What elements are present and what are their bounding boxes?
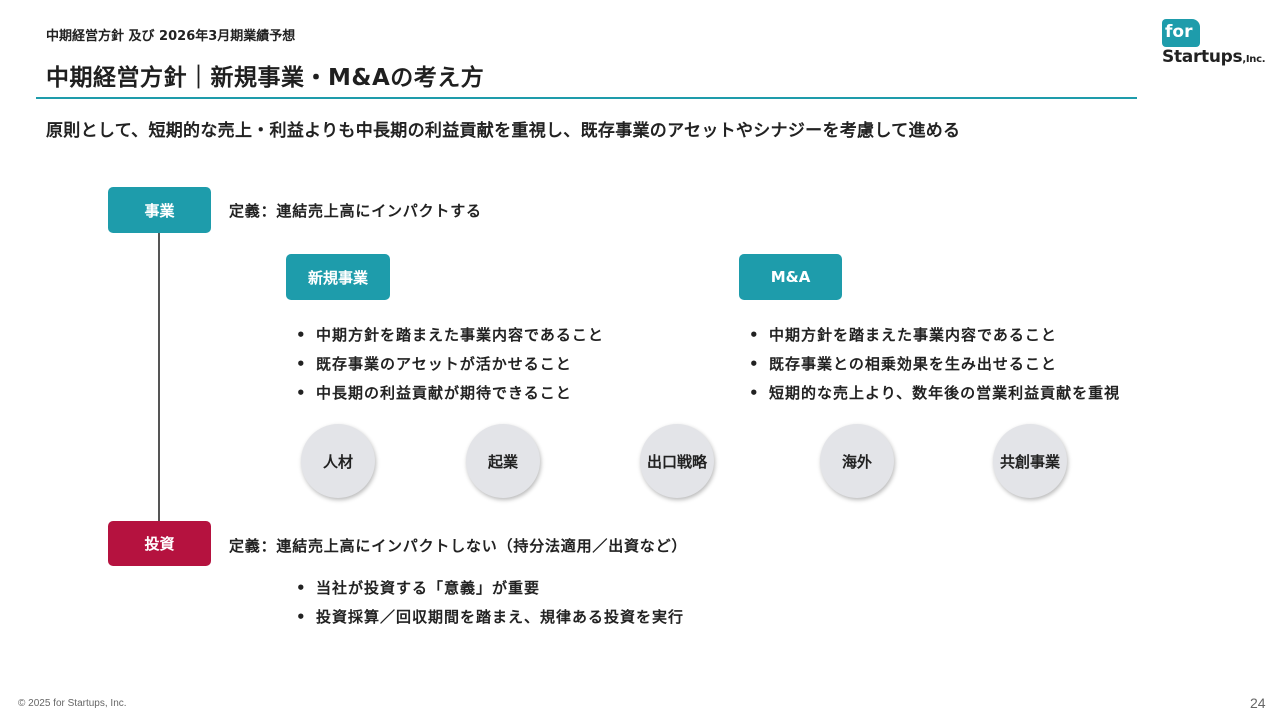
- circle-co-creation: 共創事業: [993, 424, 1067, 498]
- investment-definition: 定義：連結売上高にインパクトしない（持分法適用／出資など）: [229, 537, 688, 555]
- investment-bullets: •当社が投資する「意義」が重要 •投資採算／回収期間を踏まえ、規律ある投資を実行: [296, 577, 684, 635]
- list-item: •当社が投資する「意義」が重要: [296, 579, 541, 597]
- page-number: 24: [1250, 695, 1266, 711]
- business-definition: 定義：連結売上高にインパクトする: [229, 202, 482, 220]
- circle-talent: 人材: [301, 424, 375, 498]
- logo-startups-text: Startups,Inc.: [1162, 47, 1266, 67]
- list-item: •中期方針を踏まえた事業内容であること: [296, 326, 604, 344]
- new-business-bullets: •中期方針を踏まえた事業内容であること •既存事業のアセットが活かせること •中…: [296, 324, 604, 411]
- breadcrumb: 中期経営方針 及び 2026年3月期業績予想: [46, 29, 296, 44]
- principle-statement: 原則として、短期的な売上・利益よりも中長期の利益貢献を重視し、既存事業のアセット…: [46, 121, 961, 141]
- title-divider: [36, 97, 1137, 99]
- list-item: •短期的な売上より、数年後の営業利益貢献を重視: [749, 384, 1121, 402]
- list-item: •投資採算／回収期間を踏まえ、規律ある投資を実行: [296, 608, 685, 626]
- investment-tag: 投資: [108, 521, 211, 566]
- logo-for-text: for: [1165, 22, 1193, 42]
- page-title: 中期経営方針｜新規事業・M&Aの考え方: [46, 65, 485, 91]
- circle-startup: 起業: [466, 424, 540, 498]
- company-logo: for Startups,Inc.: [1162, 19, 1270, 71]
- circle-overseas: 海外: [820, 424, 894, 498]
- new-business-tag: 新規事業: [286, 254, 390, 300]
- list-item: •既存事業との相乗効果を生み出せること: [749, 355, 1057, 373]
- circle-exit-strategy: 出口戦略: [640, 424, 714, 498]
- list-item: •中期方針を踏まえた事業内容であること: [749, 326, 1057, 344]
- ma-tag: M&A: [739, 254, 842, 300]
- business-tag: 事業: [108, 187, 211, 233]
- connector-line: [158, 232, 160, 522]
- list-item: •既存事業のアセットが活かせること: [296, 355, 572, 373]
- ma-bullets: •中期方針を踏まえた事業内容であること •既存事業との相乗効果を生み出せること …: [749, 324, 1120, 411]
- list-item: •中長期の利益貢献が期待できること: [296, 384, 572, 402]
- copyright: © 2025 for Startups, Inc.: [18, 698, 127, 709]
- logo-badge: for: [1162, 19, 1200, 47]
